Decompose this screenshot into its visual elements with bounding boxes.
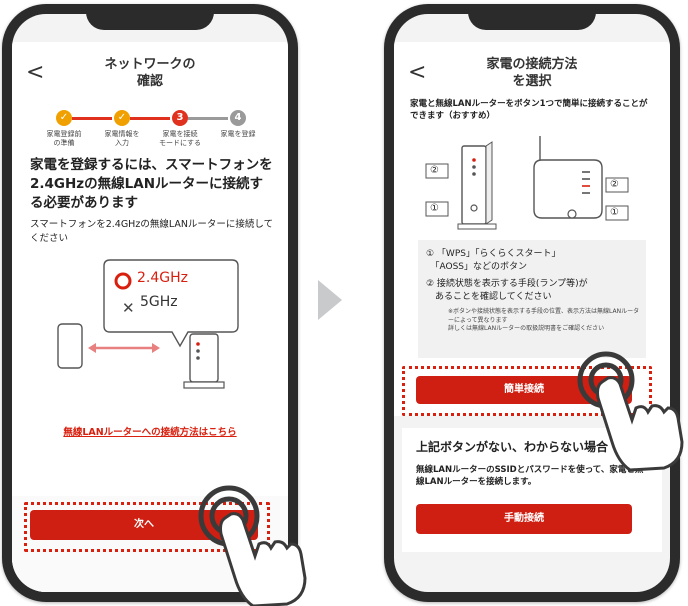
note-2: ② 接続状態を表示する手段(ランプ等)が あることを確認してください <box>426 279 588 302</box>
band-ng-label: 5GHz <box>140 294 178 310</box>
back-button[interactable]: < <box>408 60 427 85</box>
intro-text: 家電と無線LANルーターをボタン1つで簡単に接続することができます（おすすめ） <box>410 99 648 121</box>
router-icon <box>189 333 219 383</box>
step-3: 3 家電を接続 モードにする <box>151 110 209 148</box>
fallback-heading: 上記ボタンがない、わからない場合 <box>416 440 609 454</box>
cross-ng-icon: ✕ <box>122 299 135 317</box>
step-2: ✓ 家電情報を 入力 <box>93 110 151 148</box>
notes-box: ① 「WPS」「らくらくスタート」 「AOSS」などのボタン ② 接続状態を表示… <box>418 240 646 358</box>
step-connector <box>72 117 112 120</box>
step-4: 4 家電を登録 <box>209 110 267 139</box>
phone-notch <box>86 4 214 30</box>
circle-ok-icon <box>114 272 132 290</box>
callout-label: ② <box>430 165 439 176</box>
network-illustration: ✕ <box>57 259 239 389</box>
check-icon: ✓ <box>56 110 72 126</box>
progress-stepper: ✓ 家電登録前 の準備 ✓ 家電情報を 入力 3 家電を接続 モードにする 4 … <box>12 110 288 154</box>
band-ok-label: 2.4GHz <box>137 270 188 286</box>
step-label: 家電情報を 入力 <box>104 130 140 147</box>
highlight-frame <box>24 502 270 552</box>
step-label: 家電登録前 の準備 <box>46 130 82 147</box>
step-1: ✓ 家電登録前 の準備 <box>35 110 93 148</box>
small-note: ※ボタンや接続状態を表示する手段の位置、表示方法は無線LANルーターによって異な… <box>448 308 640 332</box>
speech-bubble <box>103 259 239 348</box>
callout-label: ① <box>610 207 619 218</box>
step-label: 家電を接続 モードにする <box>158 130 202 147</box>
check-icon: ✓ <box>114 110 130 126</box>
page-title: 家電の接続方法 を選択 <box>486 57 578 89</box>
appliance-icon <box>533 159 603 219</box>
step-connector <box>188 117 228 120</box>
app-header: < 家電の接続方法 を選択 <box>394 42 670 96</box>
app-header: < ネットワークの 確認 <box>12 42 288 102</box>
screen-connection-method: < 家電の接続方法 を選択 家電と無線LANルーターをボタン1つで簡単に接続する… <box>394 14 670 592</box>
manual-connect-button[interactable]: 手動接続 <box>416 504 632 534</box>
router-icon <box>461 145 487 225</box>
tap-gesture-icon <box>577 351 684 472</box>
step-label: 家電を登録 <box>220 130 256 138</box>
page-title: ネットワークの 確認 <box>104 57 196 89</box>
phone-frame-left: < ネットワークの 確認 ✓ 家電登録前 の準備 ✓ 家電情報を 入力 3 家電… <box>2 4 298 602</box>
tap-gesture-icon <box>198 485 307 606</box>
step-number: 3 <box>172 110 188 126</box>
fallback-text: 無線LANルーターのSSIDとパスワードを使って、家電と無線LANルーターを接続… <box>416 465 644 487</box>
main-heading: 家電を登録するには、スマートフォンを2.4GHzの無線LANルーターに接続する必… <box>30 157 273 211</box>
instruction-text: スマートフォンを2.4GHzの無線LANルーターに接続してください <box>30 219 274 244</box>
highlight-frame <box>402 366 652 416</box>
phone-frame-right: < 家電の接続方法 を選択 家電と無線LANルーターをボタン1つで簡単に接続する… <box>384 4 680 602</box>
step-connector <box>130 117 170 120</box>
phone-notch <box>468 4 596 30</box>
screen-network-check: < ネットワークの 確認 ✓ 家電登録前 の準備 ✓ 家電情報を 入力 3 家電… <box>12 14 288 592</box>
smartphone-icon <box>57 323 83 369</box>
step-number: 4 <box>230 110 246 126</box>
router-help-link[interactable]: 無線LANルーターへの接続方法はこちら <box>63 427 237 438</box>
note-1: ① 「WPS」「らくらくスタート」 「AOSS」などのボタン <box>426 249 561 272</box>
arrow-right-icon <box>318 280 342 320</box>
callout-label: ② <box>610 179 619 190</box>
callout-label: ① <box>430 203 439 214</box>
device-illustration <box>425 136 629 230</box>
back-button[interactable]: < <box>26 60 45 85</box>
